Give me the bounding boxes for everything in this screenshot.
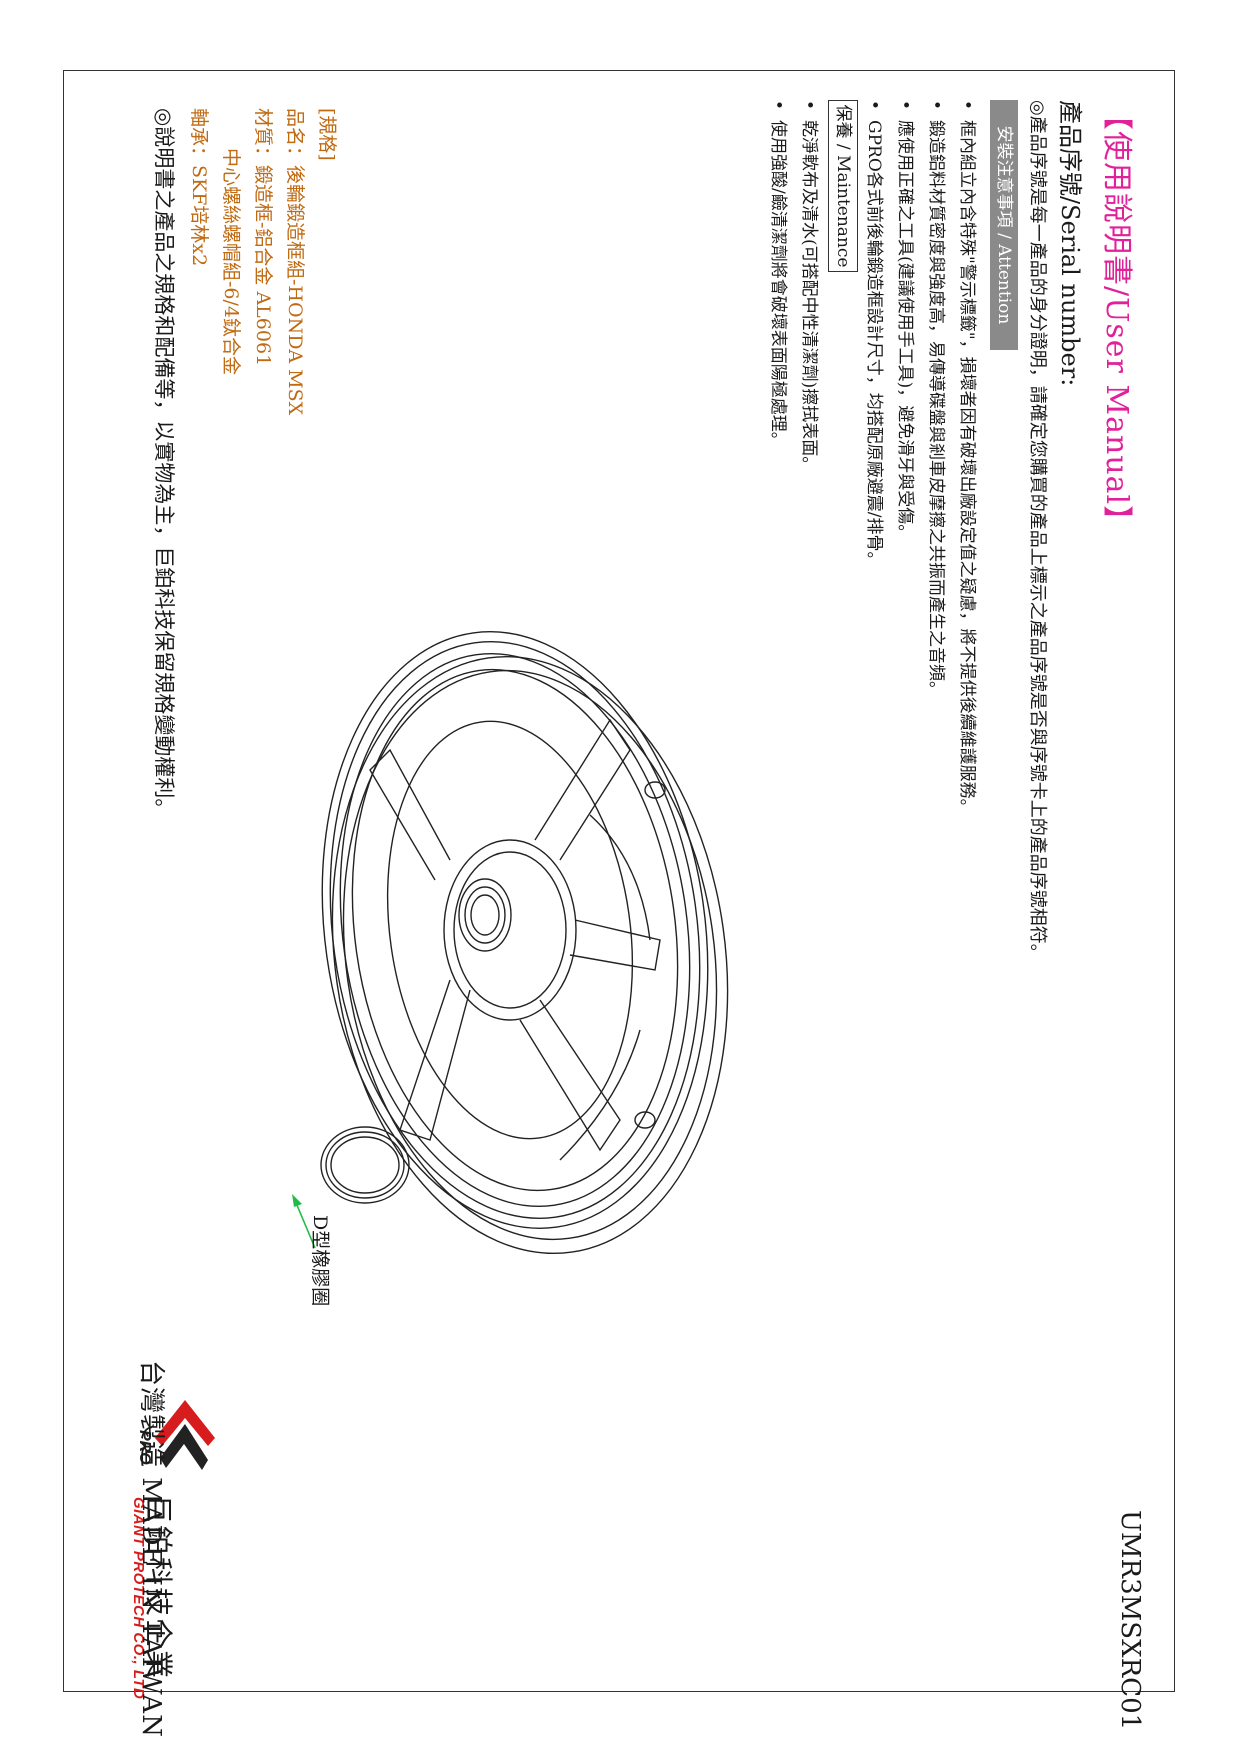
serial-number-label: 產品序號/Serial number:	[1056, 100, 1084, 387]
maintenance-list: 乾淨軟布及清水(可搭配中性清潔劑)擦拭表面。 使用強酸/鹼清潔劑將會破壞表面陽極…	[762, 100, 824, 473]
manual-title: 【使用說明書/User Manual】	[1099, 100, 1134, 537]
callout-arrow-icon	[292, 1194, 316, 1249]
disclaimer-note: ◎說明書之產品之規格和配備等，以實物為主，巨鉑科技保留規格變動權利。	[152, 108, 176, 820]
maintenance-item: 乾淨軟布及清水(可搭配中性清潔劑)擦拭表面。	[793, 100, 824, 473]
serial-number-description: ◎產品序號是每一產品的身分證明，請確定您購買的產品上標示之產品序號是否與序號卡上…	[1027, 100, 1048, 962]
maintenance-heading: 保養 / Maintenance	[828, 100, 858, 272]
specs-material: 材質：鍛造框-鋁合金 AL6061	[252, 108, 274, 367]
svg-text:PRO: PRO	[136, 1430, 153, 1465]
attention-list: 框內組立內含特殊"警示標籤"，損壞者因有破壞出廠設定值之疑慮，將不提供後續維護服…	[858, 100, 982, 816]
rear-wheel-drawing	[321, 631, 729, 1255]
attention-item: 應使用正確之工具(建議使用手工具)，避免滑牙與受傷。	[889, 100, 920, 816]
made-in-taiwan: 台灣製造 MADE IN TAIWAN	[136, 1360, 166, 1738]
specifications-block: [規格] 品名：後輪鍛造框組-HONDA MSX 材質：鍛造框-鋁合金 AL60…	[183, 108, 343, 415]
maintenance-item: 使用強酸/鹼清潔劑將會破壞表面陽極處理。	[762, 100, 793, 473]
attention-item: 框內組立內含特殊"警示標籤"，損壞者因有破壞出廠設定值之疑慮，將不提供後續維護服…	[951, 100, 982, 816]
specs-bearing: 軸承：SKF培林x2	[188, 108, 210, 267]
attention-heading: 安裝注意事項 / Attention	[990, 100, 1018, 350]
model-code: UMR3MSXRC01	[1115, 1510, 1145, 1731]
attention-item: 鍛造鋁料材質密度與強度高，易傳導碟盤與剎車皮摩擦之共振而產生之音頻。	[920, 100, 951, 816]
gpro-logo-icon: PRO	[136, 1400, 215, 1470]
attention-item: GPRO各式前後輪鍛造框設計尺寸，均搭配原廠避震/排骨。	[858, 100, 889, 816]
specs-product-name: 品名：後輪鍛造框組-HONDA MSX	[284, 108, 306, 416]
specs-material-bolts: 中心螺絲螺帽組-6/4鈦合金	[220, 148, 242, 375]
d-ring-seal-drawing	[320, 1126, 410, 1204]
d-ring-seal-label: D型橡膠圈	[309, 1215, 331, 1307]
specs-heading: [規格]	[316, 108, 338, 161]
